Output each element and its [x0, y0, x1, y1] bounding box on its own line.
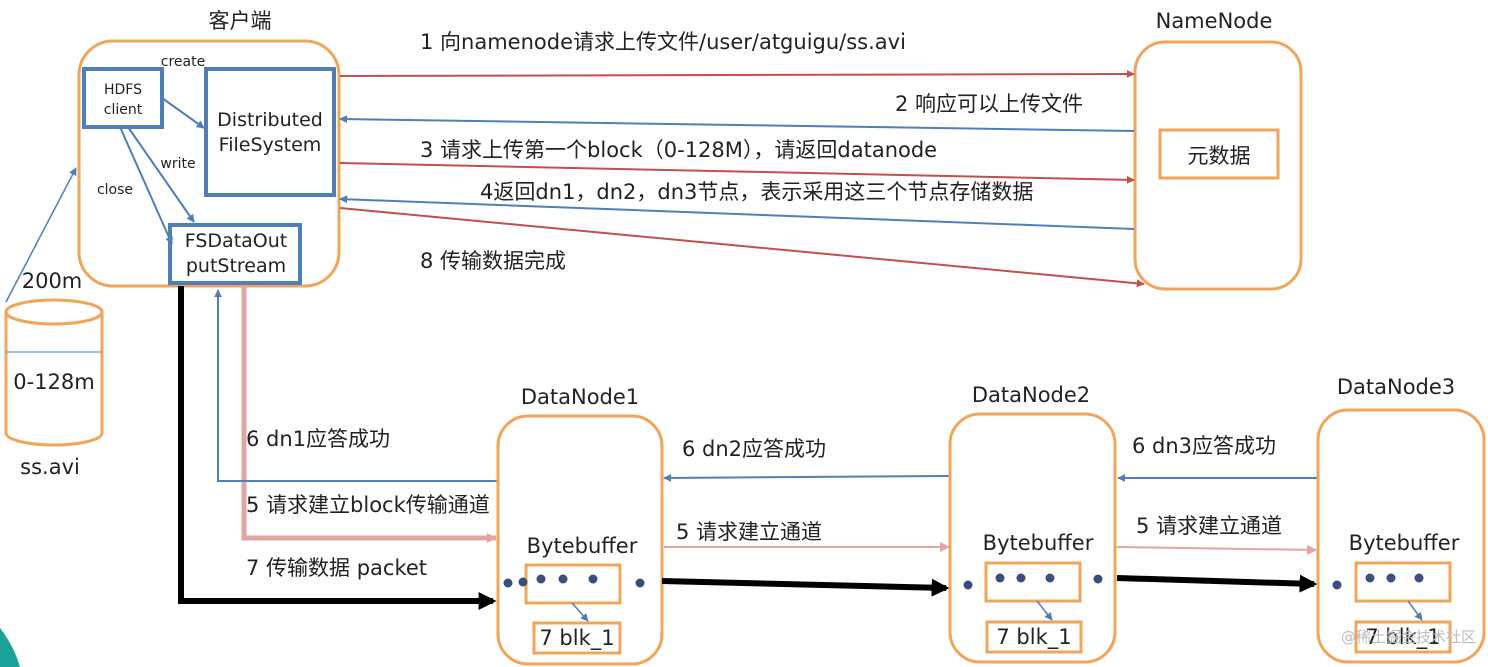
file-name-label: ss.avi: [20, 455, 80, 479]
datanode3-buffer-label: Bytebuffer: [1349, 531, 1460, 555]
fsdos-label-2: putStream: [186, 255, 286, 277]
namenode-box: [1133, 40, 1303, 291]
message-1: 1 向namenode请求上传文件/user/atguigu/ss.avi: [420, 30, 906, 54]
datanode2-title: DataNode2: [972, 383, 1090, 407]
file-block-label: 0-128m: [13, 370, 94, 394]
metadata-label: 元数据: [1188, 144, 1251, 168]
datanode2-packet-dot: [1045, 573, 1055, 583]
datanode1-packet-dot: [558, 574, 568, 584]
datanode1-packet-dot: [588, 574, 598, 584]
message-2: 2 响应可以上传文件: [895, 92, 1083, 116]
datanode2-box: [948, 412, 1117, 664]
message-6-dn1: 6 dn1应答成功: [246, 427, 390, 451]
datanode3-box: [1316, 408, 1486, 664]
hdfs-client-label-2: client: [104, 102, 143, 118]
datanode2-blk-box: [985, 620, 1083, 654]
datanode2-blk-label: 7 blk_1: [996, 625, 1071, 650]
arrow-5-dn2-to-dn3-channel: [1116, 544, 1317, 555]
message-5-channel-1: 5 请求建立通道: [676, 520, 822, 544]
fsdataoutputstream-box: [168, 223, 302, 285]
watermark: @稀土掘金技术社区: [1341, 628, 1476, 646]
fsdos-label-1: FSDataOut: [185, 230, 287, 252]
file-size-label: 200m: [22, 269, 83, 293]
datanode3-packet-dot: [1365, 573, 1375, 583]
datanode1-blk-box: [532, 621, 622, 655]
hdfs-client-label-1: HDFS: [104, 82, 142, 98]
datanode3-blk-box: [1354, 620, 1452, 654]
datanode1-buffer-label: Bytebuffer: [527, 534, 638, 558]
write-arrow: [127, 126, 195, 223]
arrow-8-transfer-complete: [339, 207, 1145, 288]
datanode1-title: DataNode1: [521, 385, 639, 409]
datanode2-packet-dot: [963, 580, 973, 590]
corner-decoration: [0, 628, 20, 667]
message-8: 8 传输数据完成: [420, 249, 566, 273]
datanode3-packet-dot: [1332, 580, 1342, 590]
message-5-channel-2: 5 请求建立通道: [1136, 514, 1282, 538]
metadata-box: [1158, 128, 1280, 180]
dfs-label-2: FileSystem: [219, 134, 322, 156]
arrow-3-block-request: [339, 162, 1135, 184]
arrow-7-dn2-to-dn3-packet: [1116, 574, 1318, 593]
arrow-6-dn2-ack: [663, 473, 950, 482]
datanode3-title: DataNode3: [1337, 375, 1455, 399]
file-to-client-arrow: [5, 167, 77, 303]
create-label: create: [161, 54, 205, 70]
datanode1-buffer-box: [524, 563, 622, 605]
datanode1-packet-dot: [503, 578, 513, 588]
datanode2-store-arrow: [1036, 600, 1053, 621]
datanode2-packet-dot: [1016, 573, 1026, 583]
datanode3-packet-dot: [1386, 573, 1396, 583]
datanode2-buffer-label: Bytebuffer: [983, 531, 1094, 555]
arrow-1-upload-request: [339, 70, 1135, 79]
write-label: write: [160, 156, 195, 172]
distributed-filesystem-box: [204, 67, 336, 197]
datanode1-packet-dot: [635, 578, 645, 588]
message-7: 7 传输数据 packet: [246, 556, 427, 580]
client-title: 客户端: [209, 9, 272, 33]
arrow-7-dn1-to-dn2-packet: [661, 578, 950, 597]
arrow-4-datanode-list: [339, 195, 1135, 230]
close-label: close: [97, 182, 133, 198]
datanode2-packet-dot: [995, 573, 1005, 583]
datanode3-store-arrow: [1407, 600, 1423, 621]
message-6-dn3: 6 dn3应答成功: [1132, 434, 1276, 458]
client-box: [77, 39, 341, 288]
file-cylinder-body: [4, 312, 104, 447]
create-arrow: [161, 97, 205, 129]
message-5-block: 5 请求建立block传输通道: [246, 493, 490, 517]
message-6-dn2: 6 dn2应答成功: [682, 437, 826, 461]
datanode3-packet-dot: [1414, 573, 1424, 583]
close-arrow: [119, 126, 173, 245]
arrow-7-packet: [178, 286, 497, 610]
datanode1-packet-dot: [536, 574, 546, 584]
datanode1-blk-label: 7 blk_1: [539, 626, 614, 651]
arrow-2-upload-response: [339, 115, 1135, 132]
message-3: 3 请求上传第一个block（0-128M），请返回datanode: [420, 138, 937, 162]
message-4: 4返回dn1，dn2，dn3节点，表示采用这三个节点存储数据: [480, 180, 1033, 204]
dfs-label-1: Distributed: [217, 109, 323, 131]
file-cylinder-top: [4, 298, 104, 326]
datanode2-packet-dot: [1093, 574, 1103, 584]
arrow-5-block-pipeline: [241, 286, 497, 543]
namenode-title: NameNode: [1156, 9, 1273, 33]
datanode1-packet-dot: [518, 577, 528, 587]
datanode3-blk-label: 7 blk_1: [1365, 625, 1440, 650]
datanode1-store-arrow: [571, 602, 589, 622]
hdfs-client-box: [82, 67, 164, 129]
arrow-6-dn1-ack: [214, 289, 498, 482]
datanode1-box: [496, 414, 664, 666]
